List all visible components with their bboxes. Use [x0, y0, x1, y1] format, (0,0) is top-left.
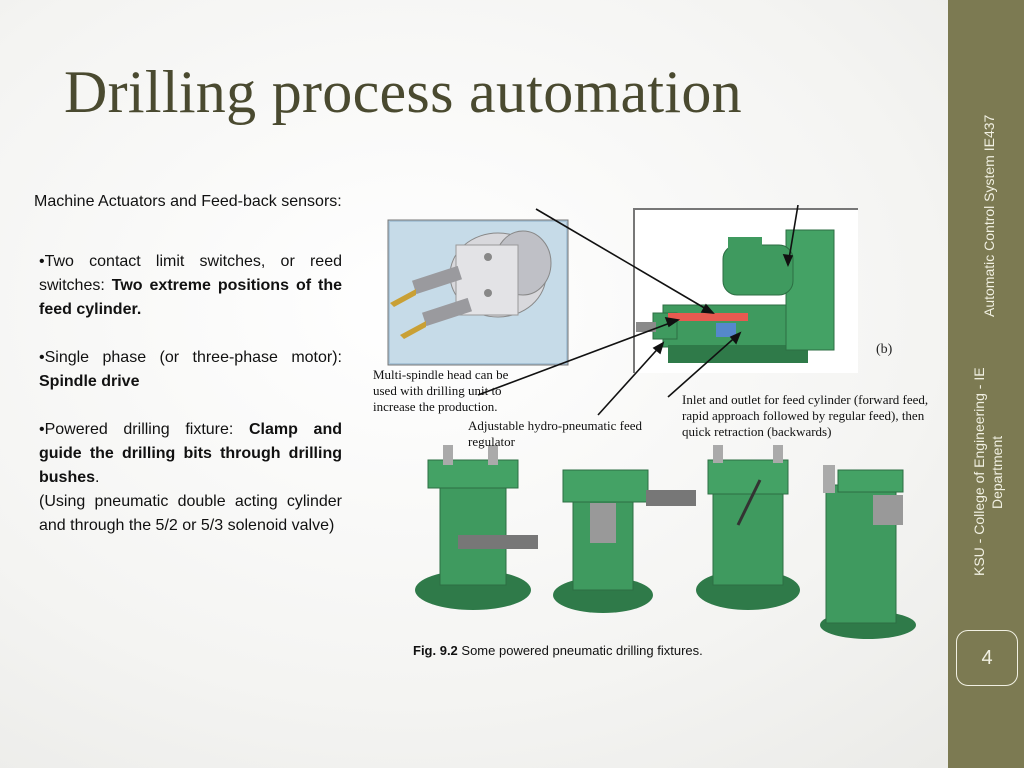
bullet-limit-switches: •Two contact limit switches, or reed swi… — [39, 250, 342, 322]
annotation-arrows — [477, 205, 799, 416]
fixture-1 — [415, 445, 538, 610]
department-line-2: Department — [989, 435, 1005, 509]
bullet-bold: Two extreme positions of the feed cylind… — [39, 277, 342, 318]
drilling-unit-figure: (b) — [387, 205, 916, 639]
slide-title: Drilling process automation — [64, 59, 742, 125]
label-feed-cylinder: Inlet and outlet for feed cylinder (forw… — [682, 392, 929, 439]
bullet-bold: Spindle drive — [39, 373, 140, 390]
figure-caption: Fig. 9.2 Some powered pneumatic drilling… — [413, 643, 703, 658]
bullet-motor: •Single phase (or three-phase motor): Sp… — [39, 346, 342, 394]
multi-spindle-photo — [387, 219, 569, 366]
bullet-fixture: •Powered drilling fixture: Clamp and gui… — [39, 418, 342, 490]
bullet-list: •Two contact limit switches, or reed swi… — [39, 250, 342, 538]
page-number: 4 — [956, 630, 1018, 686]
drilling-unit-photo: (b) — [633, 208, 893, 373]
bullet-note: (Using pneumatic double acting cylinder … — [39, 493, 342, 534]
fixture-3 — [696, 445, 800, 610]
department-line-1: KSU - College of Engineering - IE — [971, 367, 987, 577]
caption-prefix: Fig. 9.2 — [413, 643, 458, 658]
sidebar-text: Automatic Control System IE437 KSU - Col… — [954, 100, 1018, 600]
bullet-text: •Single phase (or three-phase motor): — [39, 349, 342, 366]
bullet-bold: Clamp and guide the drilling bits throug… — [39, 421, 343, 486]
fixture-4 — [820, 465, 916, 639]
lead-text: Machine Actuators and Feed-back sensors: — [34, 193, 342, 210]
bullet-text: •Powered drilling fixture: — [39, 421, 249, 438]
panel-marker: (b) — [876, 342, 893, 357]
caption-text: Some powered pneumatic drilling fixtures… — [457, 643, 703, 658]
bullet-text: •Two contact limit switches, or reed swi… — [39, 253, 342, 294]
department-name: KSU - College of Engineering - IE Depart… — [970, 352, 1006, 592]
fixture-2 — [553, 469, 696, 613]
bullet-tail: . — [95, 469, 100, 486]
page-number-box: 4 — [948, 612, 1024, 690]
label-feed-regulator: Adjustable hydro-pneumatic feed regulato… — [468, 418, 642, 449]
label-multi-spindle: Multi-spindle head can be used with dril… — [373, 367, 509, 414]
course-title: Automatic Control System IE437 — [981, 114, 997, 318]
